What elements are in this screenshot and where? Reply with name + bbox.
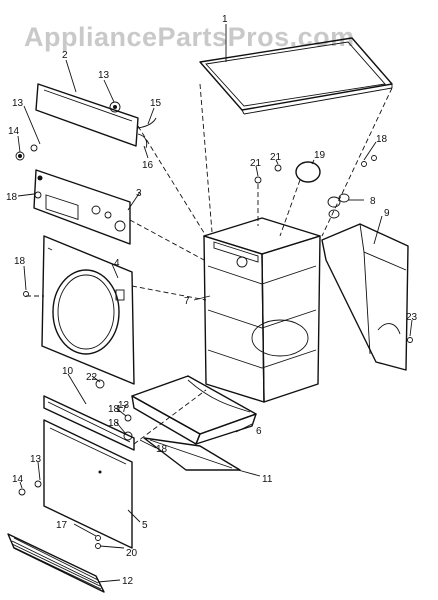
callout-22: 22 [86,372,98,383]
base-tub [131,375,257,445]
callout-18-a: 18 [6,192,18,203]
hardware [15,144,413,549]
callout-labels: 1 2 3 4 5 6 7 8 9 10 11 12 13 13 13 13 1… [6,14,418,587]
callout-18-d: 18 [108,418,120,429]
front-panel [41,235,135,385]
callout-13-b: 13 [12,98,24,109]
callout-4: 4 [114,258,120,269]
callout-15: 15 [150,98,162,109]
callout-18-f: 18 [376,134,388,145]
callout-12: 12 [122,576,134,587]
callout-13-d: 13 [30,454,42,465]
callout-21-b: 21 [270,152,282,163]
callout-17-b: 17 [116,404,128,415]
callout-23: 23 [406,312,418,323]
callout-3: 3 [136,188,142,199]
callout-7: 7 [184,296,190,307]
callout-16: 16 [142,160,154,171]
callout-18-b: 18 [14,256,26,267]
control-panel-trim [35,83,157,149]
callout-11: 11 [262,474,273,485]
callout-19: 19 [314,150,326,161]
callout-18-e: 18 [156,444,168,455]
callout-17-a: 17 [56,520,68,531]
callout-13-a: 13 [98,70,110,81]
leader-lines [17,24,413,583]
assembly-lines [26,83,393,445]
watermark-text: AppliancePartsPros.com [24,22,355,52]
control-panel [33,169,131,245]
callout-20: 20 [126,548,138,559]
lower-trim-strip [43,395,135,451]
callout-14-a: 14 [8,126,20,137]
top-panel [199,37,393,115]
callout-9: 9 [384,208,390,219]
cabinet-frame [203,217,321,403]
kick-grille [7,533,105,593]
callout-8: 8 [370,196,376,207]
rear-side-panel [321,223,409,371]
callout-14-b: 14 [12,474,24,485]
callout-10: 10 [62,366,74,377]
callout-2: 2 [62,50,68,61]
callout-21-a: 21 [250,158,262,169]
callout-1: 1 [222,14,228,25]
callout-18-c: 18 [108,404,120,415]
callout-5: 5 [142,520,148,531]
callout-13-c: 13 [118,400,130,411]
lower-front-panel [43,419,133,549]
callout-6: 6 [256,426,262,437]
base-plate [143,437,241,471]
